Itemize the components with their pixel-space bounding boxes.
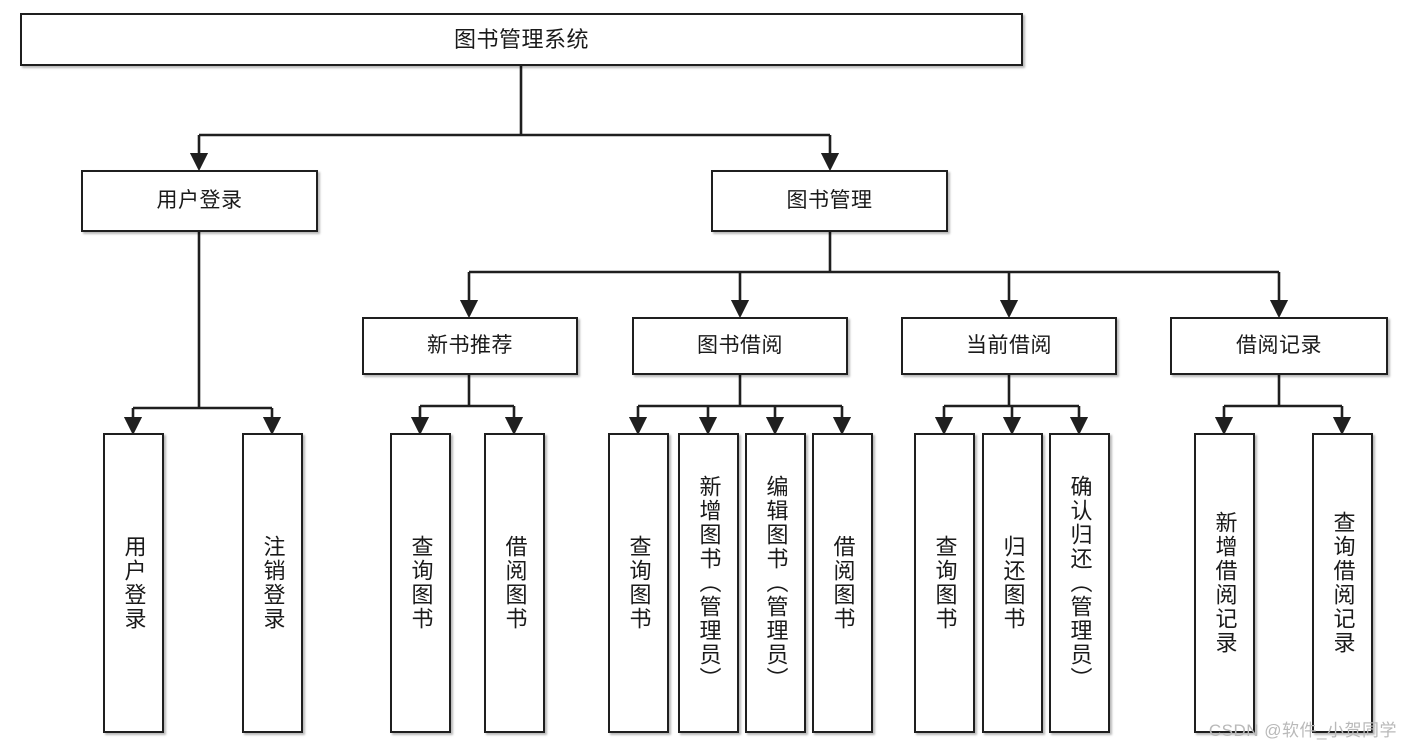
- node-leaf-borrow-book-label: 借阅图书: [830, 535, 856, 631]
- node-leaf-edit-book-label: 编辑图书（管理员）: [763, 475, 789, 691]
- node-leaf-query-book-rec[interactable]: 查询图书: [390, 433, 451, 733]
- node-book-manage-label: 图书管理: [786, 188, 873, 212]
- node-book-manage[interactable]: 图书管理: [711, 170, 948, 232]
- node-leaf-borrow-book-rec-label: 借阅图书: [502, 535, 528, 631]
- node-borrow-record-label: 借阅记录: [1236, 333, 1322, 357]
- node-leaf-confirm-return[interactable]: 确认归还（管理员）: [1049, 433, 1110, 733]
- node-leaf-add-book[interactable]: 新增图书（管理员）: [678, 433, 739, 733]
- node-leaf-borrow-book[interactable]: 借阅图书: [812, 433, 873, 733]
- node-leaf-add-borrow-record[interactable]: 新增借阅记录: [1194, 433, 1255, 733]
- node-root-label: 图书管理系统: [453, 26, 589, 52]
- node-new-book-recommend-label: 新书推荐: [427, 333, 513, 357]
- node-leaf-confirm-return-label: 确认归还（管理员）: [1067, 475, 1093, 691]
- node-leaf-query-book-rec-label: 查询图书: [408, 535, 434, 631]
- node-leaf-return-book[interactable]: 归还图书: [982, 433, 1043, 733]
- node-user-login-label: 用户登录: [156, 188, 243, 212]
- node-new-book-recommend[interactable]: 新书推荐: [362, 317, 578, 375]
- node-leaf-user-logout-label: 注销登录: [260, 535, 286, 631]
- watermark-text: CSDN @软件_小贺同学: [1208, 721, 1397, 740]
- node-root[interactable]: 图书管理系统: [20, 13, 1023, 66]
- node-current-borrow-label: 当前借阅: [966, 333, 1052, 357]
- node-leaf-edit-book[interactable]: 编辑图书（管理员）: [745, 433, 806, 733]
- node-leaf-return-book-label: 归还图书: [1000, 535, 1026, 631]
- node-borrow-record[interactable]: 借阅记录: [1170, 317, 1388, 375]
- node-user-login[interactable]: 用户登录: [81, 170, 318, 232]
- node-leaf-query-borrow-record[interactable]: 查询借阅记录: [1312, 433, 1373, 733]
- node-leaf-query-book-borrow[interactable]: 查询图书: [608, 433, 669, 733]
- node-book-borrow[interactable]: 图书借阅: [632, 317, 848, 375]
- node-leaf-user-login-label: 用户登录: [121, 535, 147, 631]
- node-leaf-query-book-borrow-label: 查询图书: [626, 535, 652, 631]
- node-leaf-user-logout[interactable]: 注销登录: [242, 433, 303, 733]
- node-current-borrow[interactable]: 当前借阅: [901, 317, 1117, 375]
- node-leaf-add-borrow-record-label: 新增借阅记录: [1212, 511, 1238, 655]
- node-leaf-borrow-book-rec[interactable]: 借阅图书: [484, 433, 545, 733]
- node-leaf-query-book-cur[interactable]: 查询图书: [914, 433, 975, 733]
- node-book-borrow-label: 图书借阅: [697, 333, 783, 357]
- node-leaf-query-borrow-record-label: 查询借阅记录: [1330, 511, 1356, 655]
- node-leaf-query-book-cur-label: 查询图书: [932, 535, 958, 631]
- node-leaf-user-login[interactable]: 用户登录: [103, 433, 164, 733]
- node-leaf-add-book-label: 新增图书（管理员）: [696, 475, 722, 691]
